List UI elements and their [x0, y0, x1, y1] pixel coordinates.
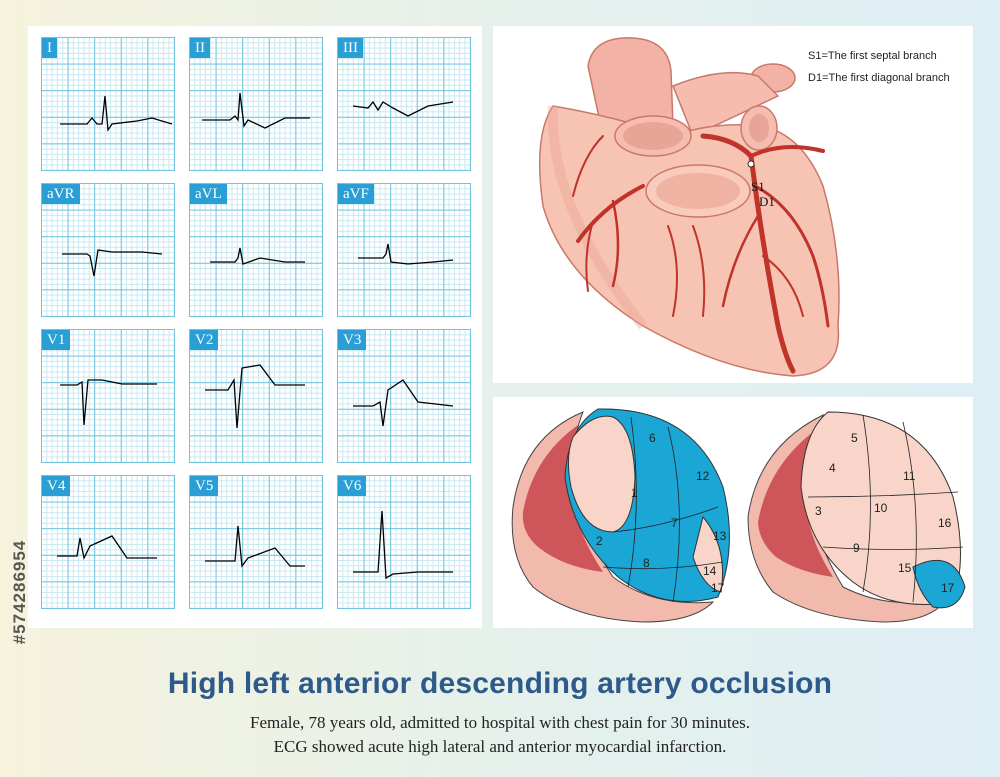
- ecg-trace: [60, 95, 173, 132]
- ecg-lead-v6: V6: [337, 475, 471, 609]
- legend-d1: D1=The first diagonal branch: [808, 72, 950, 84]
- left-ventricle-view: [511, 408, 730, 623]
- ecg-trace: [358, 243, 454, 265]
- segment-label-left-8: 8: [643, 556, 650, 570]
- ecg-lead-label: aVR: [42, 184, 80, 204]
- ecg-lead-label: I: [42, 38, 57, 58]
- ecg-lead-v3: V3: [337, 329, 471, 463]
- label-d1: D1: [759, 194, 775, 209]
- ecg-lead-ii: II: [189, 37, 323, 171]
- ecg-trace: [205, 525, 305, 568]
- legend-s1: S1=The first septal branch: [808, 50, 937, 62]
- segment-label-right-16: 16: [938, 516, 952, 530]
- ecg-lead-v1: V1: [41, 329, 175, 463]
- heart-drawing: [538, 37, 840, 377]
- ecg-lead-avr: aVR: [41, 183, 175, 317]
- ecg-lead-label: aVF: [338, 184, 374, 204]
- ecg-lead-v4: V4: [41, 475, 175, 609]
- segment-label-right-15: 15: [898, 561, 912, 575]
- ecg-trace: [352, 100, 454, 117]
- ecg-lead-avf: aVF: [337, 183, 471, 317]
- heart-illustration-panel: S1=The first septal branch D1=The first …: [493, 26, 973, 383]
- ecg-lead-v2: V2: [189, 329, 323, 463]
- ecg-trace: [205, 364, 305, 429]
- segment-label-left-12: 12: [696, 469, 710, 483]
- ecg-lead-label: V4: [42, 476, 71, 496]
- segment-label-right-4: 4: [829, 461, 836, 475]
- segment-label-left-14: 14: [703, 564, 717, 578]
- segment-label-left-1: 1: [631, 486, 638, 500]
- segment-label-right-11: 11: [903, 469, 916, 483]
- ecg-lead-label: V6: [338, 476, 367, 496]
- ecg-trace: [57, 535, 157, 560]
- segment-label-right-17: 17: [941, 581, 955, 595]
- segment-label-right-5: 5: [851, 431, 858, 445]
- segment-label-left-7: 7: [671, 516, 678, 530]
- ecg-trace: [353, 379, 454, 427]
- subtitle-line-2: ECG showed acute high lateral and anteri…: [273, 737, 727, 756]
- segment-label-right-10: 10: [874, 501, 888, 515]
- ecg-lead-label: II: [190, 38, 210, 58]
- label-s1: S1: [751, 179, 765, 194]
- ecg-trace: [210, 247, 305, 265]
- segment-label-left-2: 2: [596, 534, 603, 548]
- ecg-lead-v5: V5: [189, 475, 323, 609]
- ecg-lead-iii: III: [337, 37, 471, 171]
- ecg-lead-label: V2: [190, 330, 219, 350]
- right-ventricle-view: [747, 411, 966, 623]
- ecg-lead-label: V5: [190, 476, 219, 496]
- ecg-lead-label: III: [338, 38, 363, 58]
- segment-label-left-17: 17: [711, 581, 725, 595]
- ecg-trace: [60, 379, 157, 426]
- ecg-lead-label: V3: [338, 330, 367, 350]
- ecg-trace: [202, 92, 310, 129]
- ecg-lead-avl: aVL: [189, 183, 323, 317]
- ecg-trace: [62, 249, 163, 277]
- segment-label-left-6: 6: [649, 431, 656, 445]
- segment-label-left-13: 13: [713, 529, 727, 543]
- ecg-lead-i: I: [41, 37, 175, 171]
- page-title: High left anterior descending artery occ…: [167, 667, 833, 700]
- ecg-lead-label: V1: [42, 330, 71, 350]
- subtitle-line-1: Female, 78 years old, admitted to hospit…: [250, 713, 750, 732]
- ecg-lead-label: aVL: [190, 184, 227, 204]
- ecg-trace: [353, 510, 453, 580]
- segment-label-right-3: 3: [815, 504, 822, 518]
- stock-id: #574286954: [10, 539, 29, 645]
- segment-label-right-9: 9: [853, 541, 860, 555]
